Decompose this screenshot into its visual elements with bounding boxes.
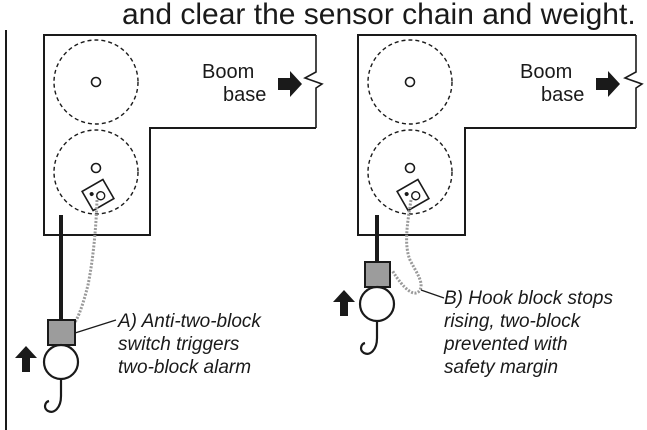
lower-sheave-axle — [404, 162, 416, 174]
up-arrow-icon — [15, 346, 37, 372]
upper-sheave-axle — [90, 76, 102, 88]
panel-b: Boom base B) Hook block stops rising, tw… — [333, 34, 644, 378]
hook-block — [358, 285, 396, 323]
upper-sheave-axle — [404, 76, 416, 88]
chain-icon — [390, 199, 423, 295]
boom-label-line1: Boom — [520, 61, 572, 83]
lower-sheave — [53, 129, 139, 215]
right-arrow-icon — [596, 71, 620, 97]
lower-sheave — [367, 129, 453, 215]
switch-icon — [81, 178, 115, 212]
break-mark — [623, 35, 644, 128]
callout-leader — [74, 319, 117, 334]
up-arrow-icon — [333, 290, 355, 316]
callout-line1: B) Hook block stops — [444, 288, 613, 309]
right-arrow-icon — [278, 71, 302, 97]
callout-line1: A) Anti-two-block — [117, 311, 262, 332]
callout-line3: two-block alarm — [118, 357, 251, 378]
boom-head-outline — [357, 34, 636, 236]
panel-a: Boom base A) Anti-two-block switch trigg… — [15, 34, 324, 413]
break-mark — [303, 35, 324, 128]
boom-label-line1: Boom — [202, 61, 254, 83]
switch-icon — [396, 178, 430, 212]
anti-two-block-weight — [47, 319, 76, 346]
anti-two-block-weight — [364, 261, 391, 288]
boom-label-line2: base — [541, 84, 584, 106]
upper-sheave — [367, 39, 453, 125]
boom-head-outline — [43, 34, 316, 236]
hook-block — [42, 343, 80, 381]
caption-fragment: and clear the sensor chain and weight. — [122, 0, 636, 31]
callout-line2: rising, two-block — [444, 311, 582, 332]
upper-sheave — [53, 39, 139, 125]
callout-line2: switch triggers — [118, 334, 240, 355]
callout-line3: prevented with — [443, 334, 568, 355]
boom-label-line2: base — [223, 84, 266, 106]
hook-icon — [43, 379, 63, 413]
chain-icon — [73, 199, 99, 323]
lower-sheave-axle — [90, 162, 102, 174]
callout-leader — [420, 289, 445, 299]
callout-line4: safety margin — [444, 357, 558, 378]
hook-icon — [359, 321, 379, 355]
